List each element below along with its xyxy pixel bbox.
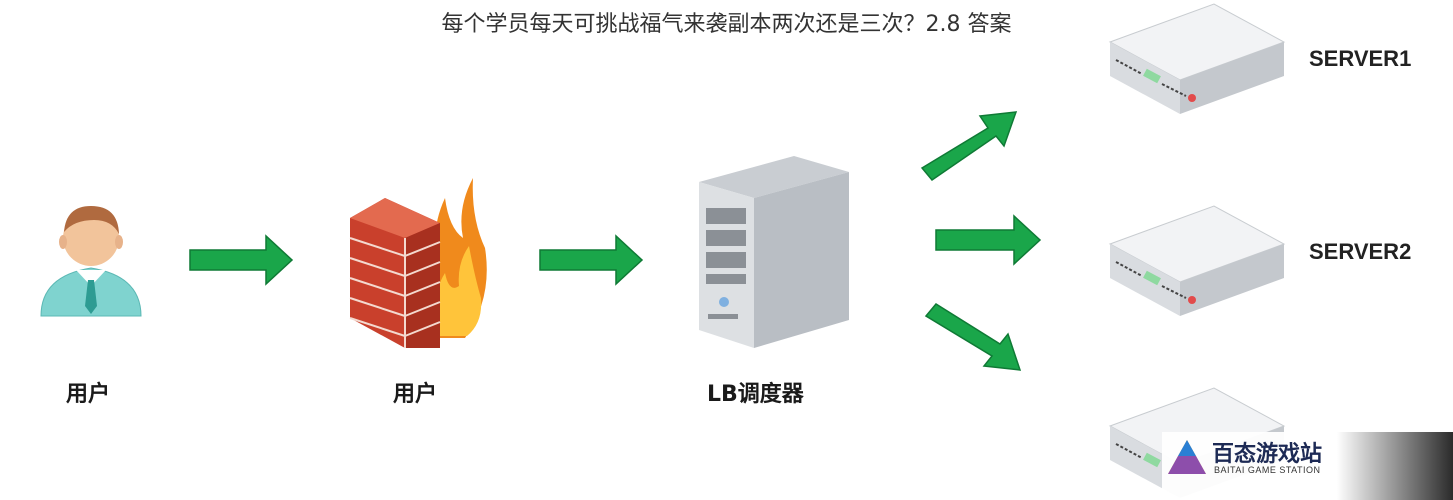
page-title: 每个学员每天可挑战福气来袭副本两次还是三次？2.8 答案 xyxy=(441,12,1012,37)
arrow-down-right-icon xyxy=(924,303,1022,371)
watermark: 百态游戏站 BAITAI GAME STATION xyxy=(1162,432,1453,500)
lb-label: LB调度器 xyxy=(707,382,804,407)
load-balancer-server-icon xyxy=(699,156,849,348)
arrow-up-right-icon xyxy=(920,111,1018,182)
server-label: SERVER2 xyxy=(1309,239,1412,264)
server-label: SERVER1 xyxy=(1309,46,1412,71)
watermark-logo-icon xyxy=(1168,440,1206,474)
user-label: 用户 xyxy=(66,382,111,407)
arrow-right-icon xyxy=(539,234,644,286)
rack-server-icon xyxy=(1108,3,1286,114)
firewall-label: 用户 xyxy=(393,382,438,407)
watermark-name: 百态游戏站 xyxy=(1212,442,1323,467)
arrow-right-icon xyxy=(935,214,1042,266)
watermark-subtitle: BAITAI GAME STATION xyxy=(1214,465,1321,475)
firewall-icon xyxy=(349,178,487,348)
rack-server-icon xyxy=(1108,205,1286,316)
user-icon xyxy=(40,206,142,317)
arrow-right-icon xyxy=(189,234,294,286)
